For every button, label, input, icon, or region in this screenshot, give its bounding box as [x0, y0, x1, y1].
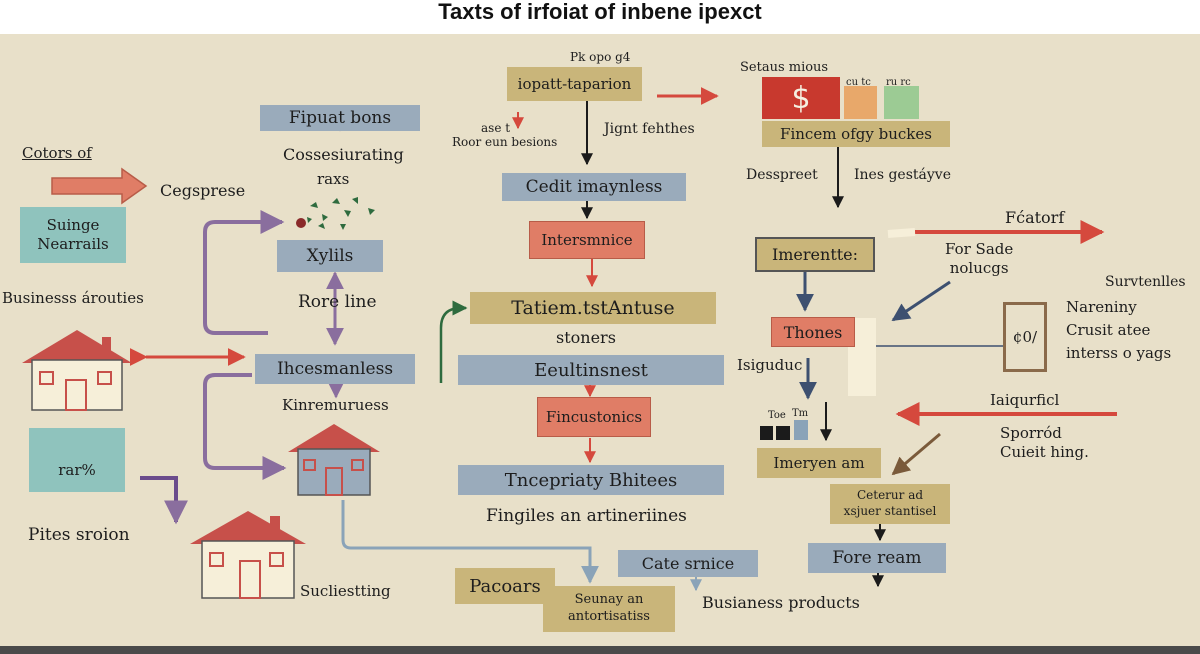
steel-square: [794, 420, 808, 440]
fincem-box: Fincem ofgy buckes: [762, 121, 950, 147]
diagram-canvas: [0, 34, 1200, 646]
forsade-label: For Sade nolucgs: [945, 240, 1014, 277]
orange-square: [844, 86, 877, 119]
setaus-label: Setaus mious: [740, 60, 829, 75]
stoners-label: stoners: [556, 328, 616, 347]
pacoars-box: Pacoars: [455, 568, 555, 604]
survtenlles-label: Survtenlles: [1105, 274, 1186, 290]
crusit-label: Crusit atee: [1066, 321, 1151, 339]
tatiem-box: Tatiem.tstAntuse: [470, 292, 716, 324]
page-title: Taxts of irfoiat of inbene ipexct: [0, 0, 1200, 34]
interss-label: interss o yags: [1066, 344, 1172, 362]
isiguduc-label: Isiguduc: [737, 356, 803, 374]
mini-a-label: cu tc: [846, 77, 871, 88]
ihces-box: Ihcesmanless: [255, 354, 415, 384]
roor-label: Roor eun besions: [452, 135, 558, 149]
eeul-box: Eeultinsnest: [458, 355, 724, 385]
ceterur-box: Ceterur ad xsjuer stantisel: [830, 484, 950, 524]
pk-label: Pk opo g4: [570, 50, 631, 64]
rore-line-label: Rore line: [298, 292, 377, 312]
sporrod-label: Sporród Cuieit hing.: [1000, 424, 1089, 461]
business-arouties-label: Businesss árouties: [2, 289, 144, 307]
xylils-box: Xylils: [277, 240, 383, 272]
nareniny-label: Nareniny: [1066, 298, 1137, 316]
suclies-label: Sucliestting: [300, 582, 391, 600]
busi-products-label: Busianess products: [702, 593, 860, 612]
black-square-1: [760, 426, 773, 440]
iopatt-box: iopatt-taparion: [507, 67, 642, 101]
raxs-label: raxs: [317, 170, 350, 188]
cosses-label: Cossesiurating: [283, 145, 404, 164]
mini-b-label: ru rc: [886, 77, 911, 88]
fipuat-box: Fipuat bons: [260, 105, 420, 131]
rate-box: ¢0/: [1003, 302, 1047, 372]
seunay-box: Seunay an antortisatiss: [543, 586, 675, 632]
imeryen-box: Imeryen am: [757, 448, 881, 478]
fincus-box: Fincustonics: [537, 397, 651, 437]
ines-label: Ines gestáyve: [854, 167, 951, 183]
cedit-box: Cedit imaynless: [502, 173, 686, 201]
tncep-box: Tncepriaty Bhitees: [458, 465, 724, 495]
cate-box: Cate srnice: [618, 550, 758, 577]
ase-label: ase t: [481, 121, 511, 135]
iaiqurfict-label: Iaiqurficl: [990, 391, 1060, 409]
dollar-icon: $: [762, 77, 840, 119]
fcatorf-label: Fćatorf: [1005, 208, 1065, 227]
rar-box: rar%: [29, 428, 125, 492]
toe-label: Toe: [768, 410, 786, 421]
suinge-box: Suinge Nearrails: [20, 207, 126, 263]
pites-label: Pites sroion: [28, 525, 130, 545]
thones-box: Thones: [771, 317, 855, 347]
imerent-box: Imerentte:: [755, 237, 875, 272]
footer-bar: [0, 646, 1200, 654]
black-square-2: [776, 426, 790, 440]
fore-ream-box: Fore ream: [808, 543, 946, 573]
kinre-label: Kinremuruess: [282, 396, 389, 414]
tm-label: Tm: [792, 408, 809, 419]
cegsprese-label: Cegsprese: [160, 181, 246, 200]
inters-box: Intersmnice: [529, 221, 645, 259]
desspreet-label: Desspreet: [746, 167, 818, 183]
cotors-label: Cotors of: [22, 144, 92, 162]
jignt-label: Jignt fehthes: [604, 121, 695, 137]
green-square: [884, 86, 919, 119]
fingiles-label: Fingiles an artineriines: [486, 506, 687, 526]
